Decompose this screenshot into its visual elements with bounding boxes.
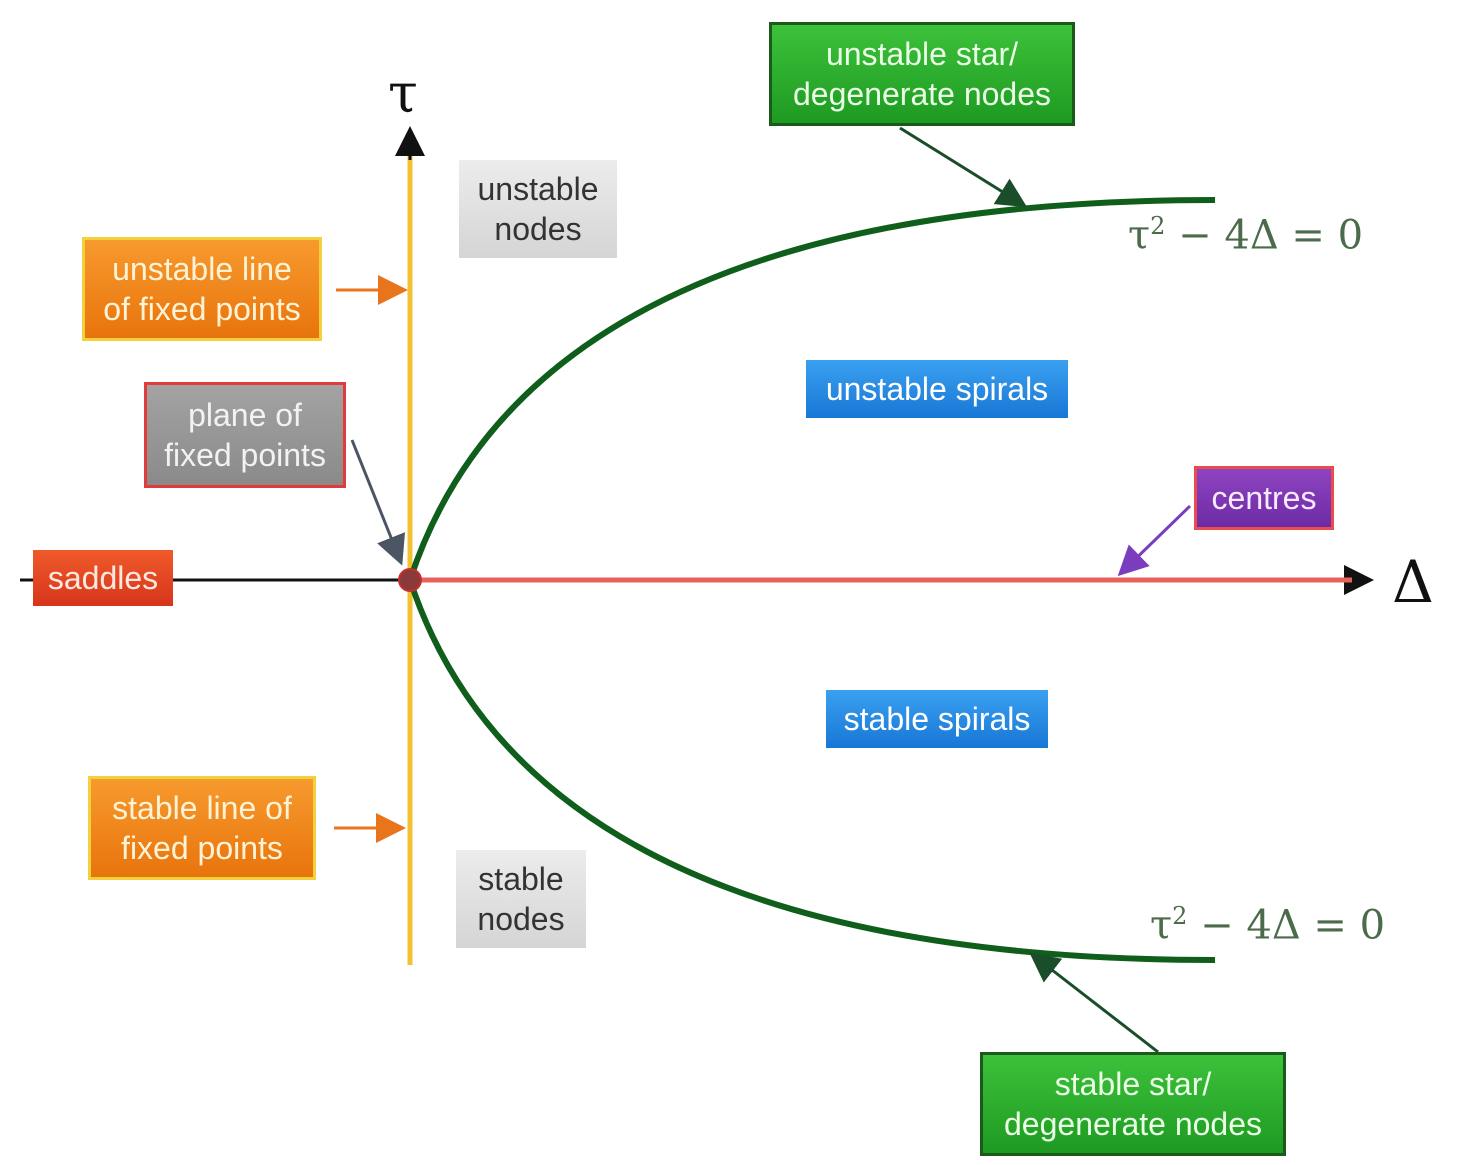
stable-spirals-label: stable spirals bbox=[826, 690, 1048, 748]
delta-axis-label: Δ bbox=[1392, 548, 1434, 616]
arrow-centres bbox=[1117, 504, 1192, 577]
origin-point bbox=[398, 568, 422, 592]
parabola-upper-branch bbox=[407, 197, 1216, 581]
parabola-lower-branch bbox=[407, 579, 1216, 963]
stable-star-degenerate-nodes-label: stable star/degenerate nodes bbox=[980, 1052, 1286, 1156]
saddles-label: saddles bbox=[33, 550, 173, 606]
unstable-star-degenerate-nodes-label: unstable star/degenerate nodes bbox=[769, 22, 1075, 126]
unstable-spirals-label: unstable spirals bbox=[806, 360, 1068, 418]
arrow-plane bbox=[350, 439, 406, 566]
tau-axis-label: τ bbox=[388, 62, 418, 125]
equation-lower: τ2 − 4Δ = 0 bbox=[1150, 902, 1386, 949]
arrow-unstable-star bbox=[899, 126, 1028, 208]
arrow-stable-star bbox=[1029, 952, 1159, 1054]
centres-label: centres bbox=[1194, 466, 1334, 530]
equation-upper: τ2 − 4Δ = 0 bbox=[1128, 212, 1364, 259]
